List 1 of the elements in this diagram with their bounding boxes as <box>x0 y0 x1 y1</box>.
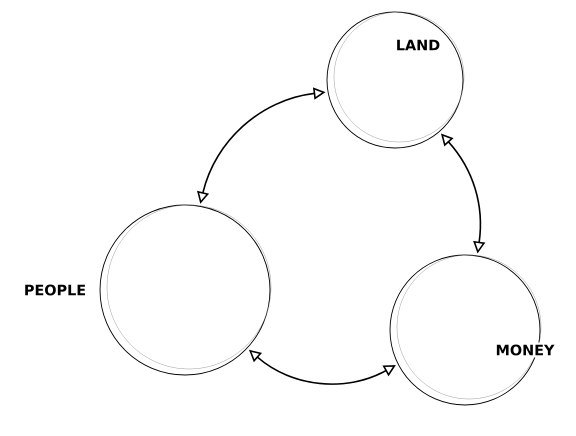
node-label: PEOPLE <box>25 284 86 296</box>
